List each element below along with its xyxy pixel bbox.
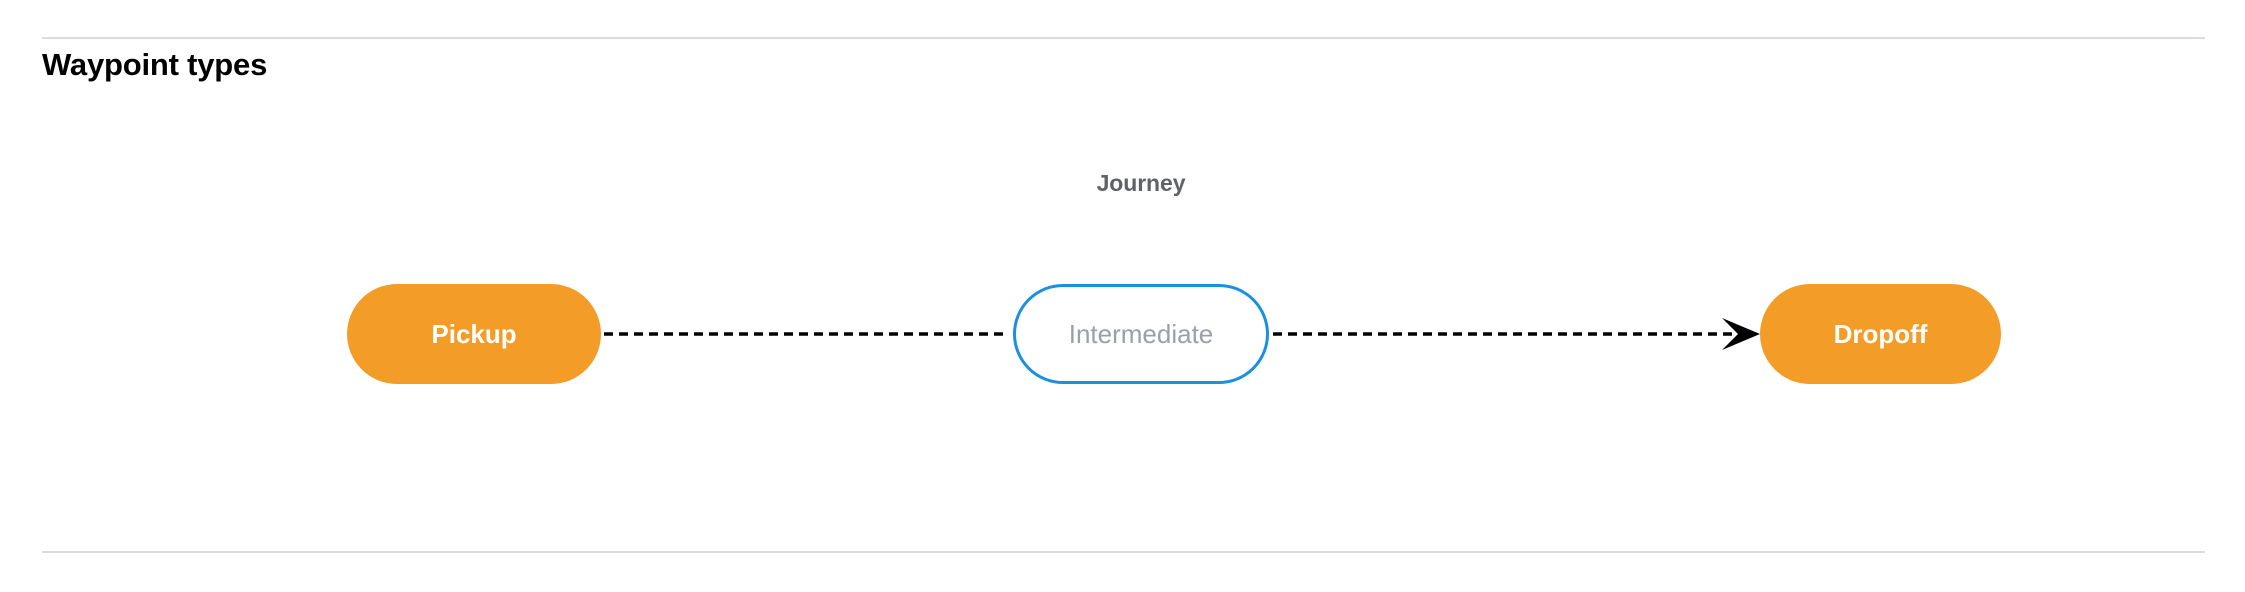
edge-intermediate-to-dropoff	[1273, 318, 1760, 350]
arrowhead-icon	[1722, 318, 1760, 350]
node-intermediate-label: Intermediate	[1068, 318, 1214, 349]
node-pickup-label: Pickup	[431, 318, 517, 349]
node-dropoff-label: Dropoff	[1833, 318, 1928, 349]
node-dropoff[interactable]: Dropoff	[1760, 284, 2001, 384]
node-intermediate[interactable]: Intermediate	[1013, 284, 1269, 384]
section-divider-bottom	[42, 551, 2205, 553]
journey-group-label: Journey	[1096, 170, 1186, 196]
node-pickup[interactable]: Pickup	[347, 284, 601, 384]
page-title: Waypoint types	[42, 47, 268, 82]
section-divider-top	[42, 37, 2205, 39]
